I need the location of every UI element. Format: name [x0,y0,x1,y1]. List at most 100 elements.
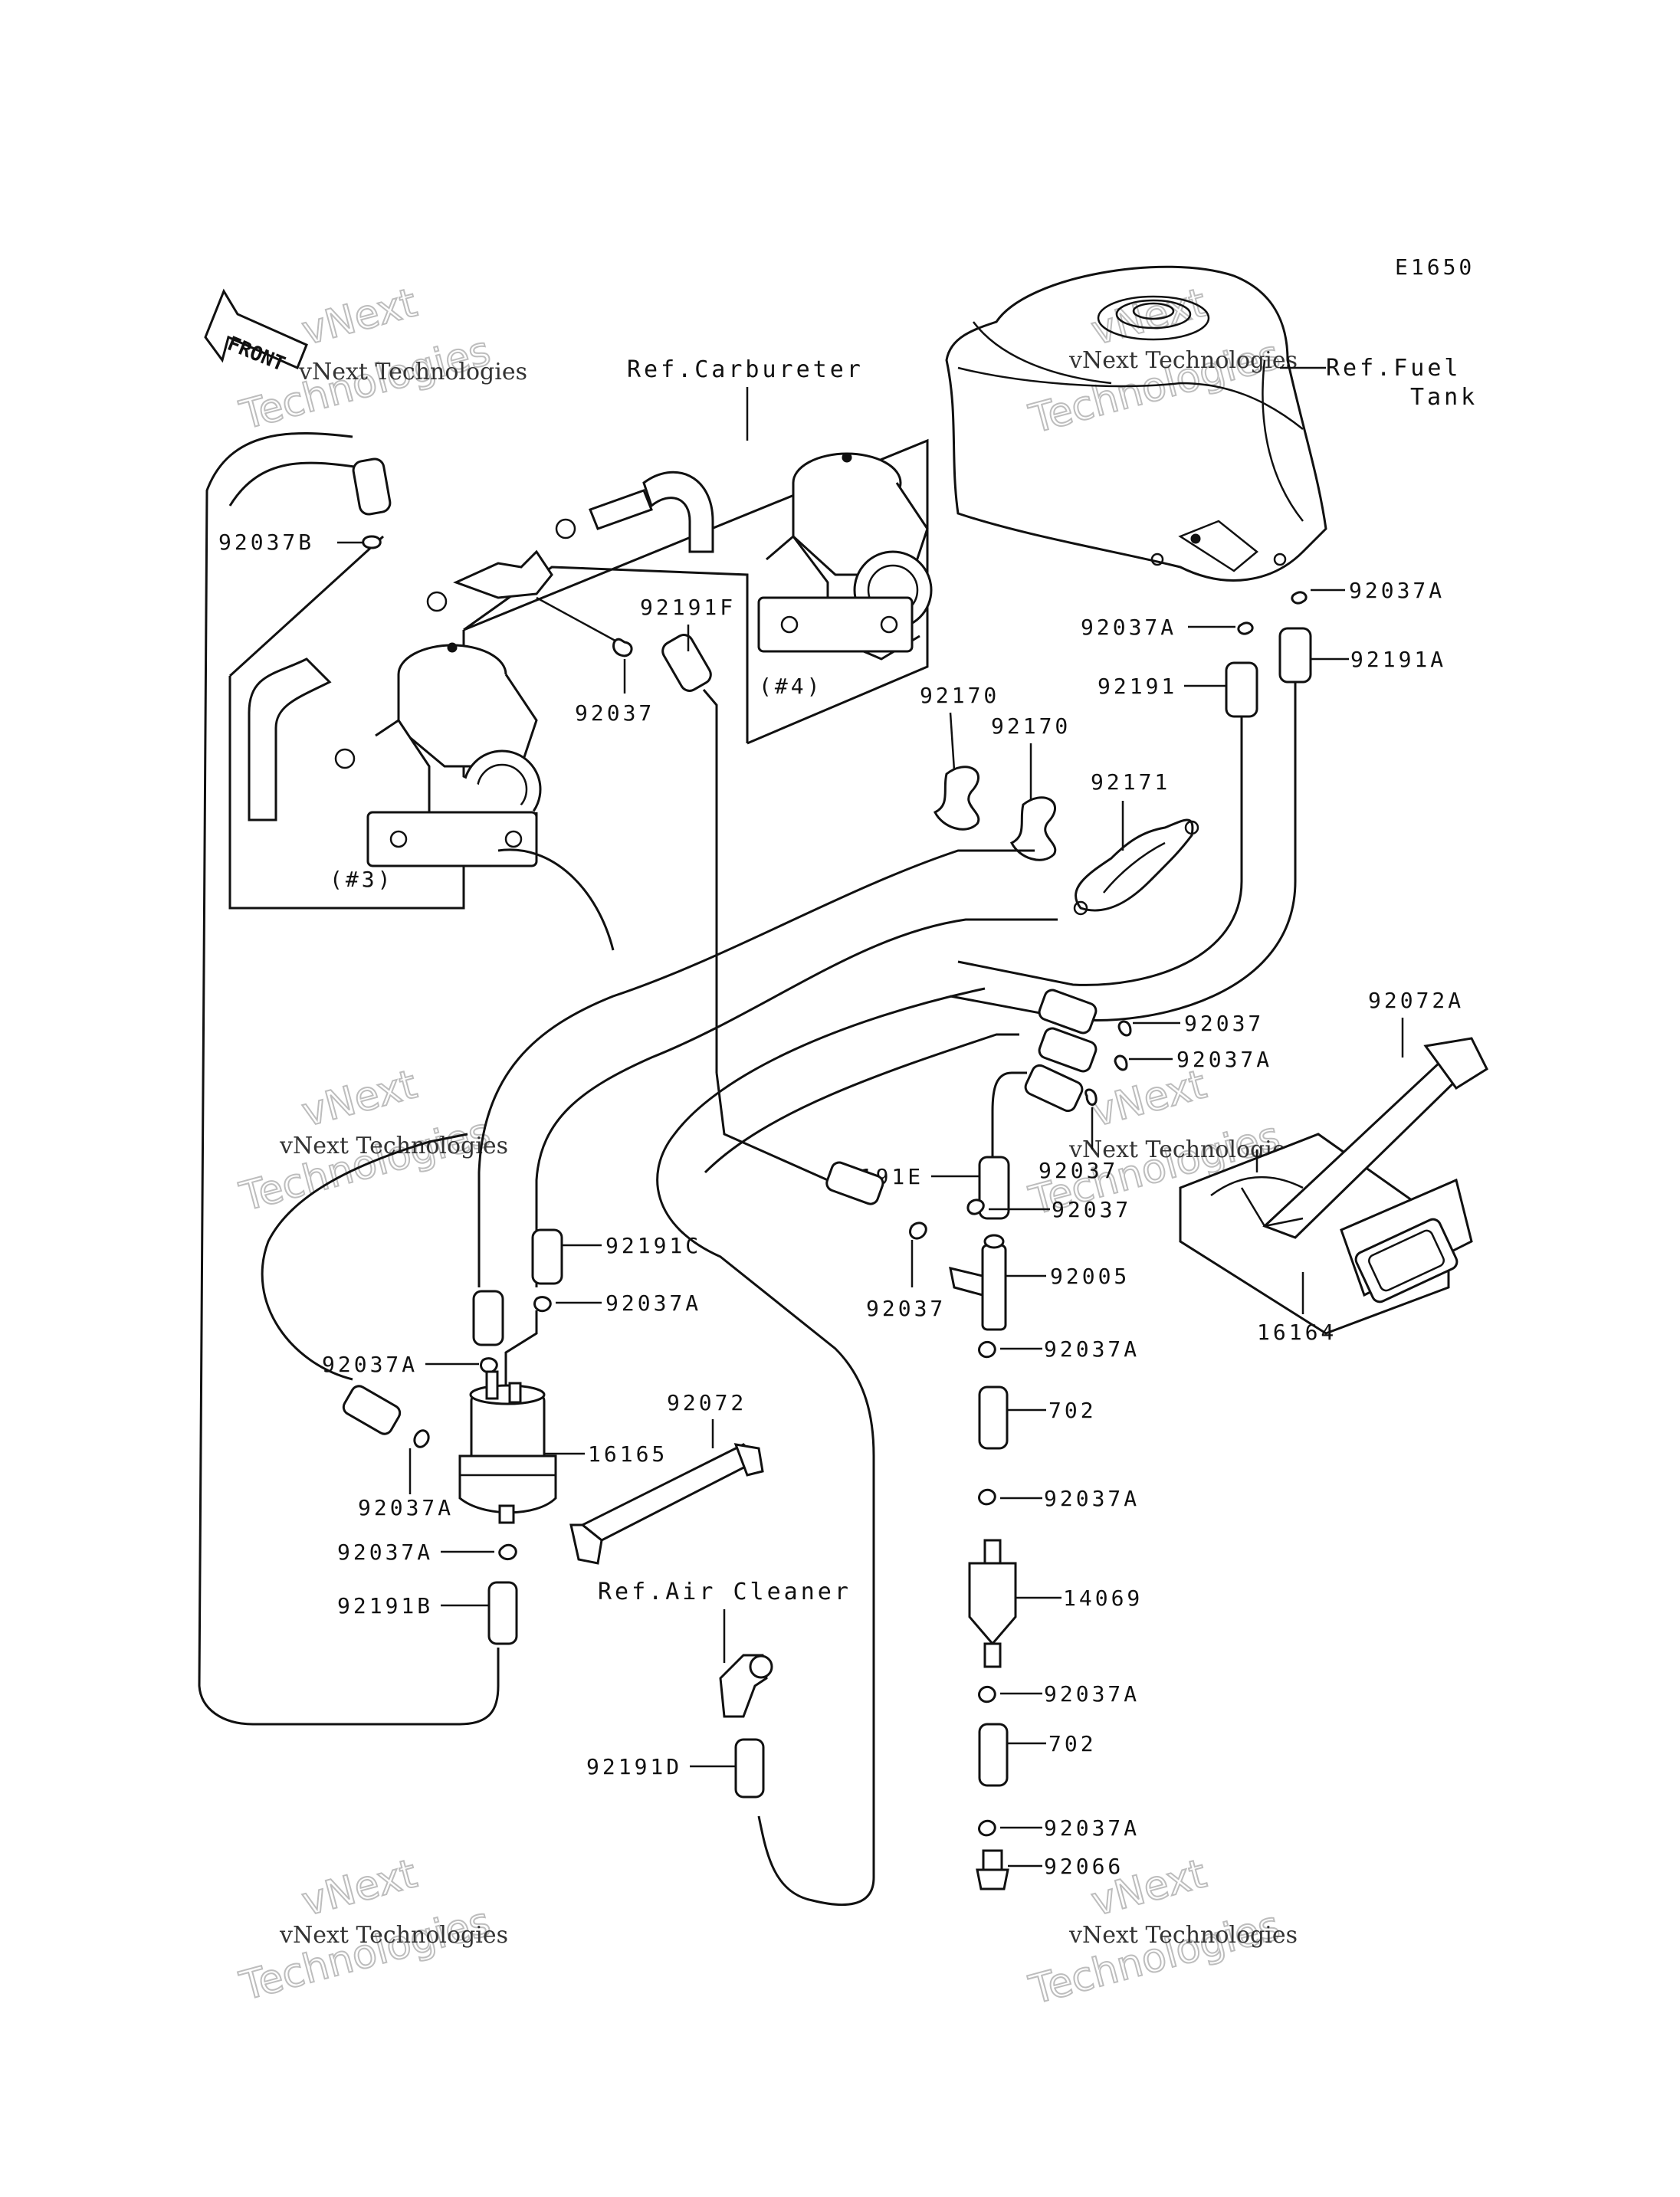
label-92037-carb: 92037 [575,700,655,726]
label-92170-a: 92170 [920,683,999,708]
label-92037A-c: 92037A [1176,1047,1272,1072]
hose-upper-a [1038,989,1098,1035]
svg-text:vNext: vNext [297,280,422,354]
bracket-92072 [569,1443,764,1565]
watermark-mid-left: vNext Technologies vNext Technologies [235,1061,508,1221]
label-16165: 16165 [588,1441,668,1467]
carb3-frame [228,630,465,910]
clamp-92037A-e [480,1357,498,1374]
filter-14069 [968,1539,1017,1668]
diagram-code: E1650 [1395,254,1475,280]
air-cleaner-elbow [719,1654,773,1718]
hose-702-a [978,1385,1009,1450]
label-702-a: 702 [1048,1398,1097,1423]
clamp-92037A-i [978,1488,996,1506]
label-92072: 92072 [667,1390,746,1415]
label-92191: 92191 [1098,674,1177,699]
label-92037A-d: 92037A [605,1290,701,1316]
clip-92170-b [1009,796,1057,861]
clamp-92037A-tank [1291,591,1308,605]
label-92072A: 92072A [1368,988,1464,1013]
hose-lower-mid [825,1161,884,1205]
label-92037A-k: 92037A [1044,1815,1140,1841]
label-92037A-h: 92037A [1044,1336,1140,1362]
hose-92191F [661,634,712,692]
clip-92170-a [933,766,980,831]
clamp-92037-b [1117,1020,1132,1037]
label-92037A-f: 92037A [358,1495,454,1520]
clamp-92037B [362,535,382,549]
label-702-b: 702 [1048,1731,1097,1756]
clamp-92037-d [966,1199,985,1215]
hose-92037B [352,457,392,516]
filter-16165 [458,1370,557,1524]
label-92037-c: 92037 [1039,1158,1118,1183]
carb-elbow-hose [248,657,332,821]
clamp-92037A-g [498,1543,517,1561]
watermark-bottom-left: vNext Technologies vNext Technologies [235,1850,508,2011]
svg-text:vNext Technologies: vNext Technologies [279,1922,508,1949]
label-92191B: 92191B [337,1593,433,1618]
svg-text:vNext Technologies: vNext Technologies [298,359,527,385]
label-92037A-mid: 92037A [1081,615,1176,640]
hose-92191C [531,1228,563,1285]
svg-text:Technologies: Technologies [1025,1903,1285,2014]
label-92171: 92171 [1091,769,1170,795]
label-92037B: 92037B [218,530,314,555]
hose-92191E [978,1156,1010,1220]
label-92037-e: 92037 [866,1296,946,1321]
hose-92191 [1225,661,1258,718]
carb4-label: (#4) [759,674,822,699]
clamp-92037A-c [1114,1054,1128,1071]
svg-text:vNext: vNext [1087,1061,1211,1136]
clamp-92037A-f [413,1429,430,1448]
fitting-92005 [949,1234,1007,1331]
svg-text:vNext Technologies: vNext Technologies [1068,1922,1298,1949]
label-92066: 92066 [1044,1854,1124,1879]
label-92191F: 92191F [640,595,736,620]
svg-text:FRONT: FRONT [224,333,288,376]
label-92005: 92005 [1050,1264,1130,1289]
carburetor-4 [757,452,933,661]
clamp-92037A-j [978,1685,996,1703]
hose-92191D [734,1738,765,1799]
label-92037A-j: 92037A [1044,1681,1140,1707]
canister-16164 [1179,1133,1473,1335]
carb-box-top [463,438,929,631]
svg-text:vNext: vNext [297,1061,422,1136]
label-92170-b: 92170 [991,713,1071,739]
plug-92066 [976,1849,1009,1890]
carb-t-joint [453,549,553,599]
carb4-frame [463,566,749,743]
label-92191A: 92191A [1350,647,1446,672]
ref-air-cleaner-label: Ref.Air Cleaner [598,1579,851,1605]
label-92037A-tank: 92037A [1349,578,1445,603]
hose-upper-b [1038,1027,1098,1073]
label-92037A-i: 92037A [1044,1486,1140,1511]
hose-left-diag [342,1385,402,1435]
bracket-92171 [1073,818,1199,916]
svg-text:Technologies: Technologies [235,1899,495,2010]
svg-text:vNext: vNext [297,1851,422,1925]
label-92037A-e: 92037A [322,1352,418,1377]
clamp-92037A-mid [1237,621,1254,635]
clamp-92037A-h [978,1340,996,1359]
hose-92191B [487,1581,518,1645]
label-14069: 14069 [1063,1585,1143,1611]
svg-text:vNext: vNext [1087,280,1211,354]
fuel-tank [945,265,1327,582]
clamp-92037-c [1084,1088,1098,1106]
front-arrow-icon: FRONT [204,288,308,376]
label-92191C: 92191C [605,1233,701,1258]
carb3-label: (#3) [330,867,393,892]
label-92037A-g: 92037A [337,1540,433,1565]
ref-carbureter-label: Ref.Carbureter [627,356,864,383]
ref-fuel-tank-label: Ref.Fuel [1326,355,1462,382]
carb-tube [589,489,653,530]
hose-702-b [978,1723,1009,1787]
svg-text:vNext Technologies: vNext Technologies [1068,347,1298,374]
clamp-92037-e [909,1221,927,1240]
label-92191D: 92191D [586,1754,682,1779]
